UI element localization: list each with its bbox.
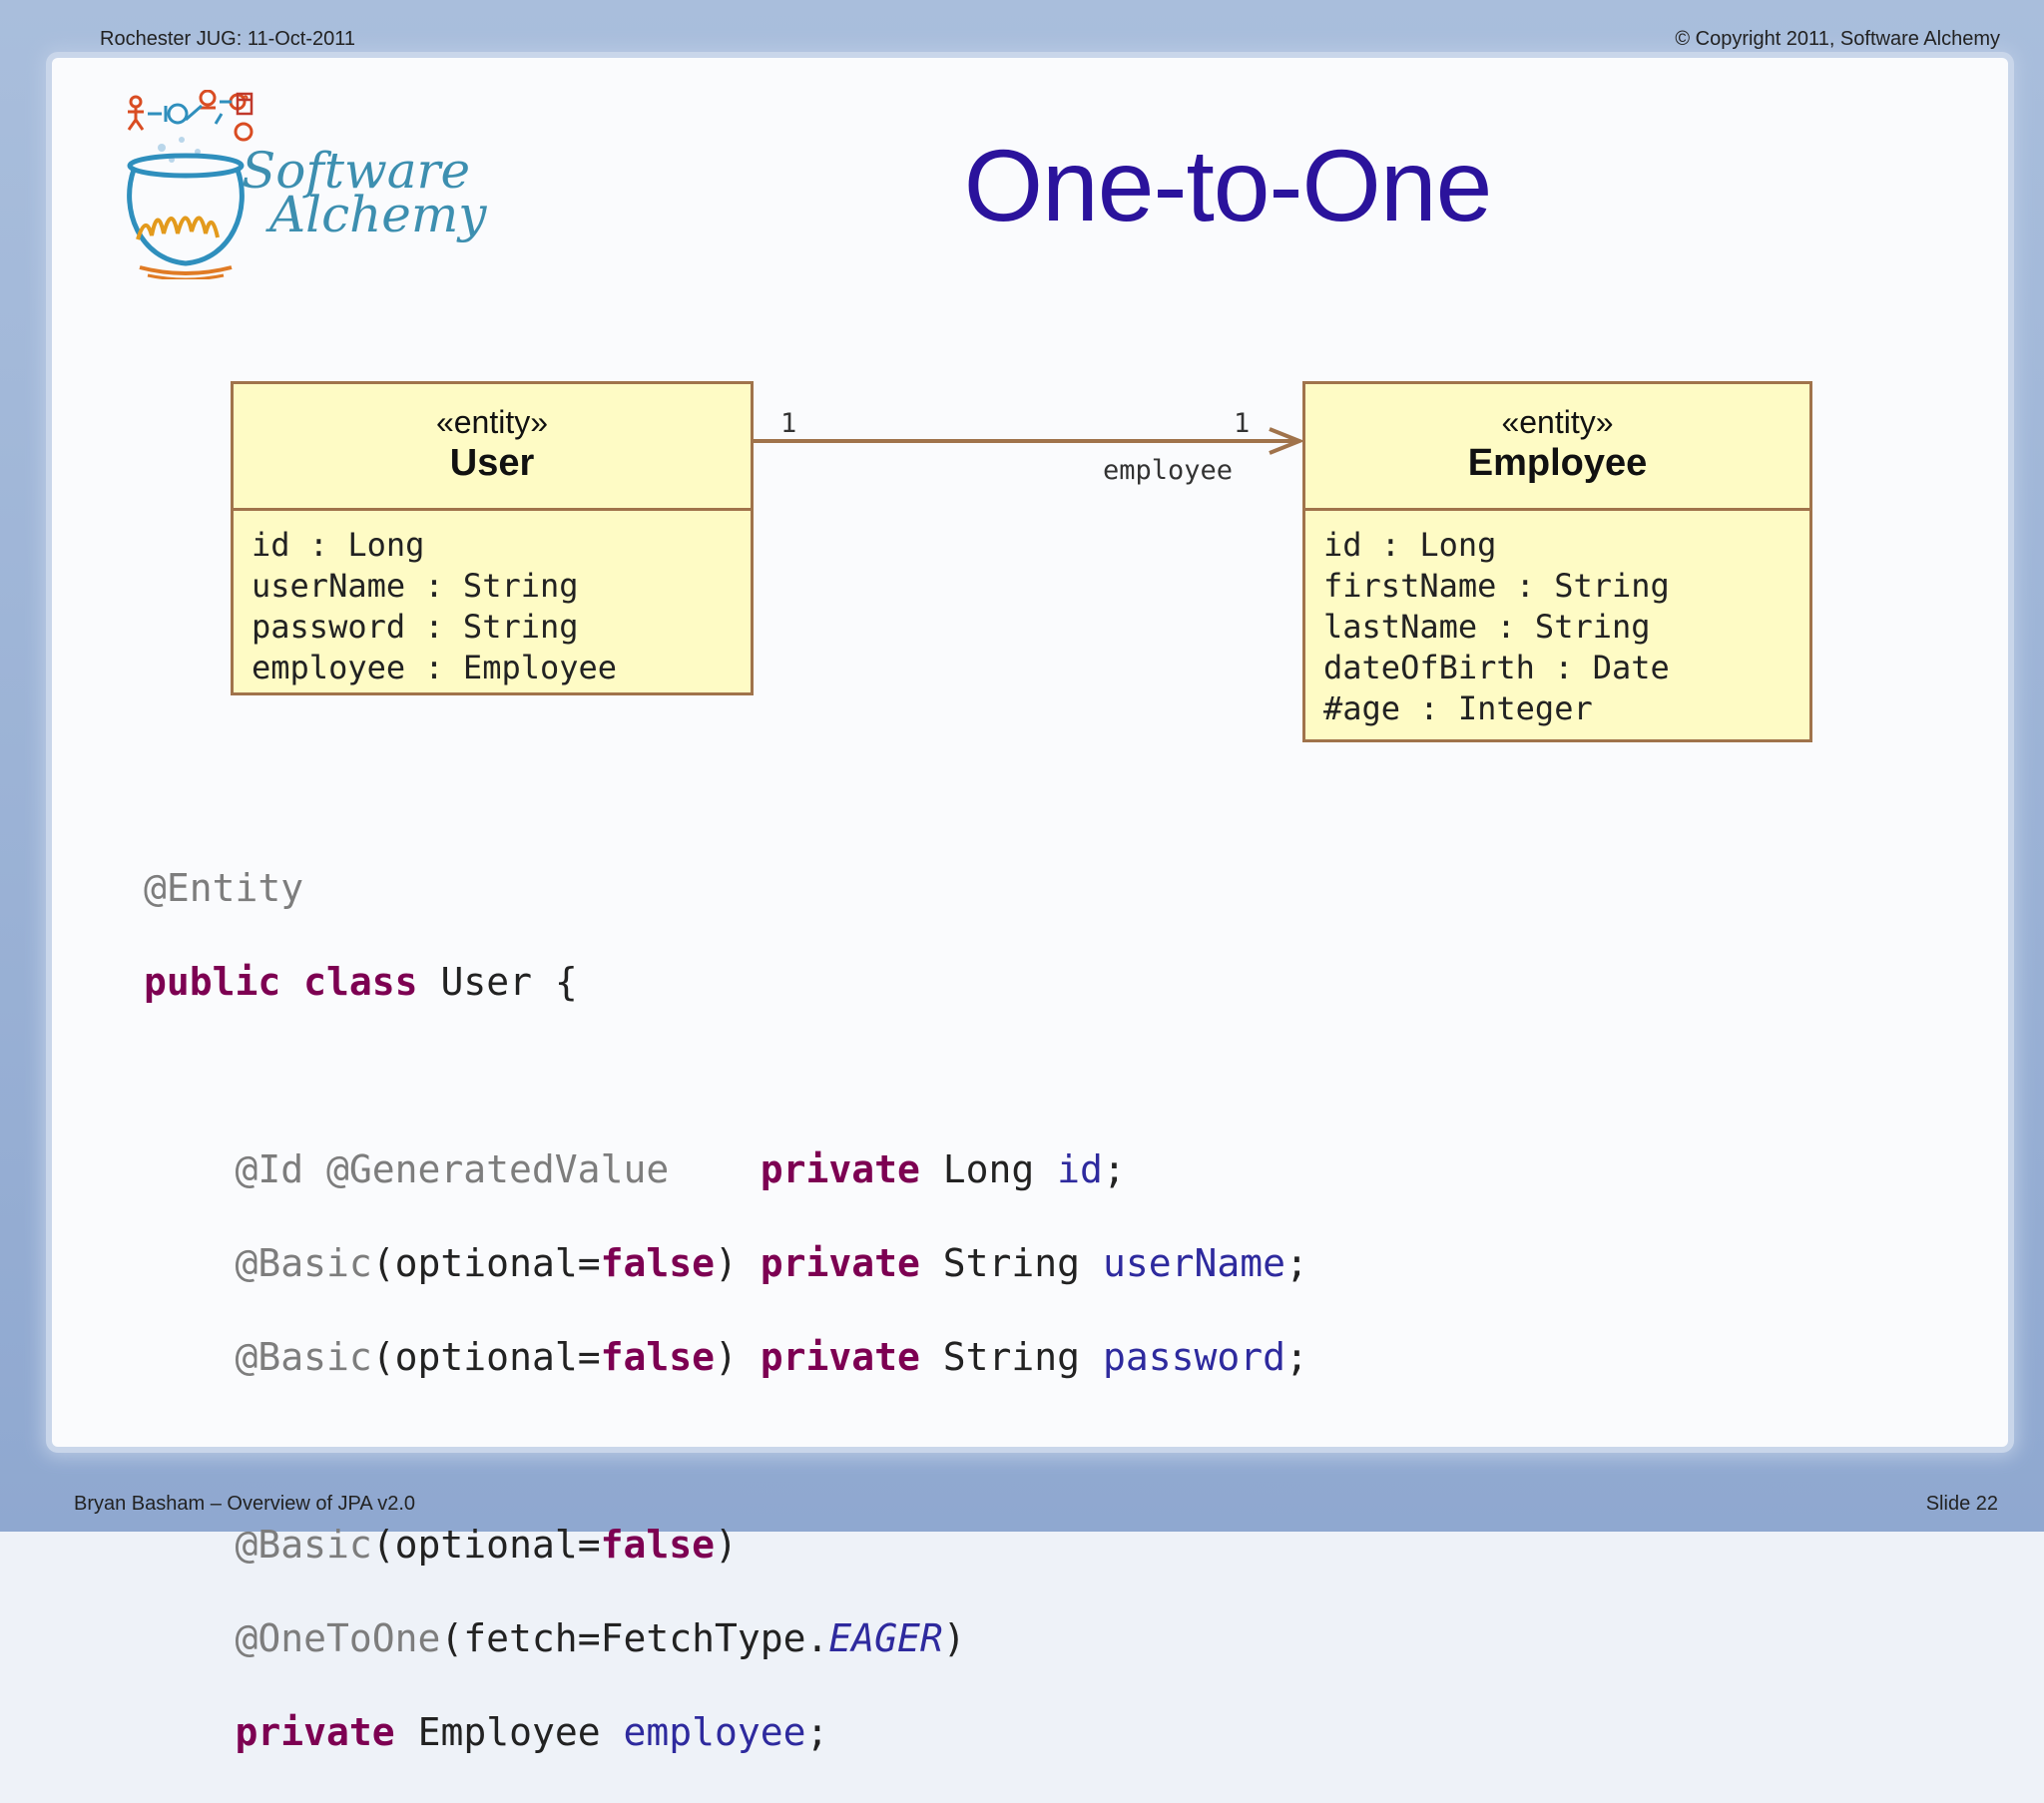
semicolon: ; (806, 1710, 829, 1754)
attribute: userName : String (252, 566, 751, 607)
keyword: public (144, 960, 280, 1004)
attribute: #age : Integer (1323, 688, 1809, 729)
stereotype-label: «entity» (234, 404, 751, 440)
class-name: Employee (1305, 440, 1809, 486)
annotation: @Basic (236, 1241, 372, 1285)
keyword: false (601, 1241, 715, 1285)
annotation: @OneToOne (236, 1616, 441, 1660)
uml-class-header: «entity» User (234, 384, 751, 511)
paren-close: ) (715, 1241, 738, 1285)
blank-line (144, 1053, 1308, 1100)
class-name: User (234, 440, 751, 486)
stereotype-label: «entity» (1305, 404, 1809, 440)
paren-open: (fetch=FetchType. (440, 1616, 828, 1660)
annotation: @Entity (144, 866, 303, 910)
attribute: firstName : String (1323, 566, 1809, 607)
enum-constant: EAGER (828, 1616, 942, 1660)
code-block: @Entity public class User { @Id @Generat… (144, 818, 1308, 1803)
footer-author: Bryan Basham – Overview of JPA v2.0 (74, 1493, 415, 1516)
keyword: class (303, 960, 417, 1004)
field-name: password (1103, 1335, 1285, 1379)
paren-open: (optional= (372, 1335, 601, 1379)
code-line: @Id @GeneratedValue private Long id; (144, 1146, 1308, 1193)
semicolon: ; (1103, 1147, 1126, 1191)
attribute: lastName : String (1323, 607, 1809, 648)
software-alchemy-logo: Software Alchemy (122, 90, 461, 279)
code-line: @Basic(optional=false) (144, 1522, 1308, 1569)
paren-close: ) (715, 1523, 738, 1567)
paren-open: (optional= (372, 1523, 601, 1567)
target-multiplicity: 1 (1234, 408, 1250, 439)
semicolon: ; (1285, 1241, 1308, 1285)
field-name: employee (623, 1710, 805, 1754)
code-line: @OneToOne(fetch=FetchType.EAGER) (144, 1615, 1308, 1662)
annotation: @Basic (236, 1523, 372, 1567)
association-role: employee (1103, 455, 1233, 486)
code-line: public class User { (144, 959, 1308, 1006)
blank-line (144, 1428, 1308, 1475)
slide-title: One-to-One (898, 128, 1557, 244)
keyword: private (761, 1335, 920, 1379)
annotation: @Id @GeneratedValue (236, 1147, 670, 1191)
keyword: false (601, 1523, 715, 1567)
keyword: private (236, 1710, 395, 1754)
type: String (943, 1241, 1080, 1285)
header-event: Rochester JUG: 11-Oct-2011 (100, 28, 355, 51)
paren-open: (optional= (372, 1241, 601, 1285)
keyword: false (601, 1335, 715, 1379)
attribute: dateOfBirth : Date (1323, 648, 1809, 688)
type: String (943, 1335, 1080, 1379)
attribute: employee : Employee (252, 648, 751, 688)
type: Long (943, 1147, 1035, 1191)
keyword: private (761, 1147, 920, 1191)
code-line: @Entity (144, 865, 1308, 912)
keyword: private (761, 1241, 920, 1285)
field-name: userName (1103, 1241, 1285, 1285)
paren-close: ) (943, 1616, 966, 1660)
attribute: password : String (252, 607, 751, 648)
code-line: @Basic(optional=false) private String pa… (144, 1334, 1308, 1381)
annotation: @Basic (236, 1335, 372, 1379)
attribute: id : Long (252, 525, 751, 566)
slide-number: Slide 22 (1926, 1493, 1998, 1516)
logo-text-line2: Alchemy (269, 192, 487, 237)
uml-class-header: «entity» Employee (1305, 384, 1809, 511)
code-line: private Employee employee; (144, 1709, 1308, 1756)
header-copyright: © Copyright 2011, Software Alchemy (1675, 28, 2000, 51)
code-line: @Basic(optional=false) private String us… (144, 1240, 1308, 1287)
source-multiplicity: 1 (780, 408, 796, 439)
attribute: id : Long (1323, 525, 1809, 566)
field-name: id (1057, 1147, 1103, 1191)
semicolon: ; (1285, 1335, 1308, 1379)
class-declaration: User { (440, 960, 577, 1004)
paren-close: ) (715, 1335, 738, 1379)
type: Employee (418, 1710, 601, 1754)
